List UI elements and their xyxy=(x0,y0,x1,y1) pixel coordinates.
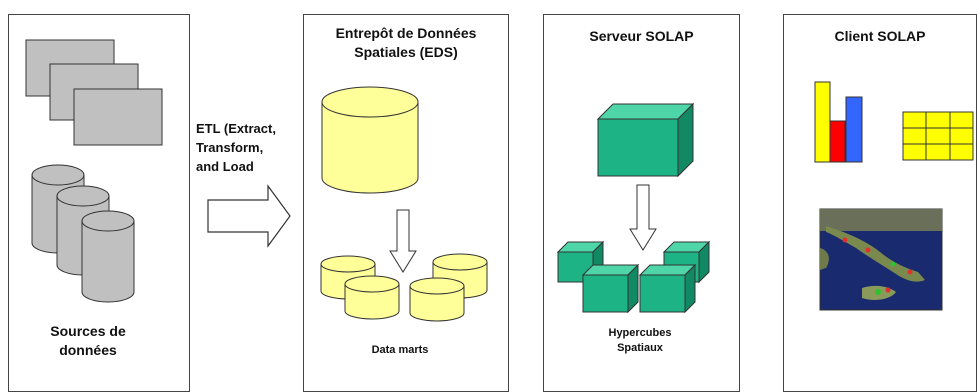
server-down-arrow-icon xyxy=(629,184,657,251)
panel-eds xyxy=(303,14,509,392)
table-grid-icon xyxy=(902,111,974,161)
sources-label: Sources de données xyxy=(50,323,126,358)
data-marts-label: Data marts xyxy=(371,344,429,356)
data-marts-icon xyxy=(320,253,488,322)
eds-title: Entrepôt de Données Spatiales (EDS) xyxy=(335,25,477,60)
satellite-map-image xyxy=(819,208,943,311)
hypercubes-label: Hypercubes Spatiaux xyxy=(608,327,672,354)
panel-client xyxy=(783,14,977,392)
database-cylinders-icon xyxy=(31,164,135,303)
server-title: Serveur SOLAP xyxy=(589,28,694,44)
etl-arrow-icon xyxy=(207,184,291,248)
client-title: Client SOLAP xyxy=(834,28,926,44)
hypercubes-icon xyxy=(556,240,711,314)
etl-label: ETL (Extract, Transform, and Load xyxy=(196,121,276,174)
olap-cube-icon xyxy=(596,102,695,178)
bar-chart-icon xyxy=(814,81,863,163)
warehouse-cylinder-icon xyxy=(321,86,419,194)
document-stack-icon xyxy=(25,39,163,146)
eds-down-arrow-icon xyxy=(389,209,417,273)
